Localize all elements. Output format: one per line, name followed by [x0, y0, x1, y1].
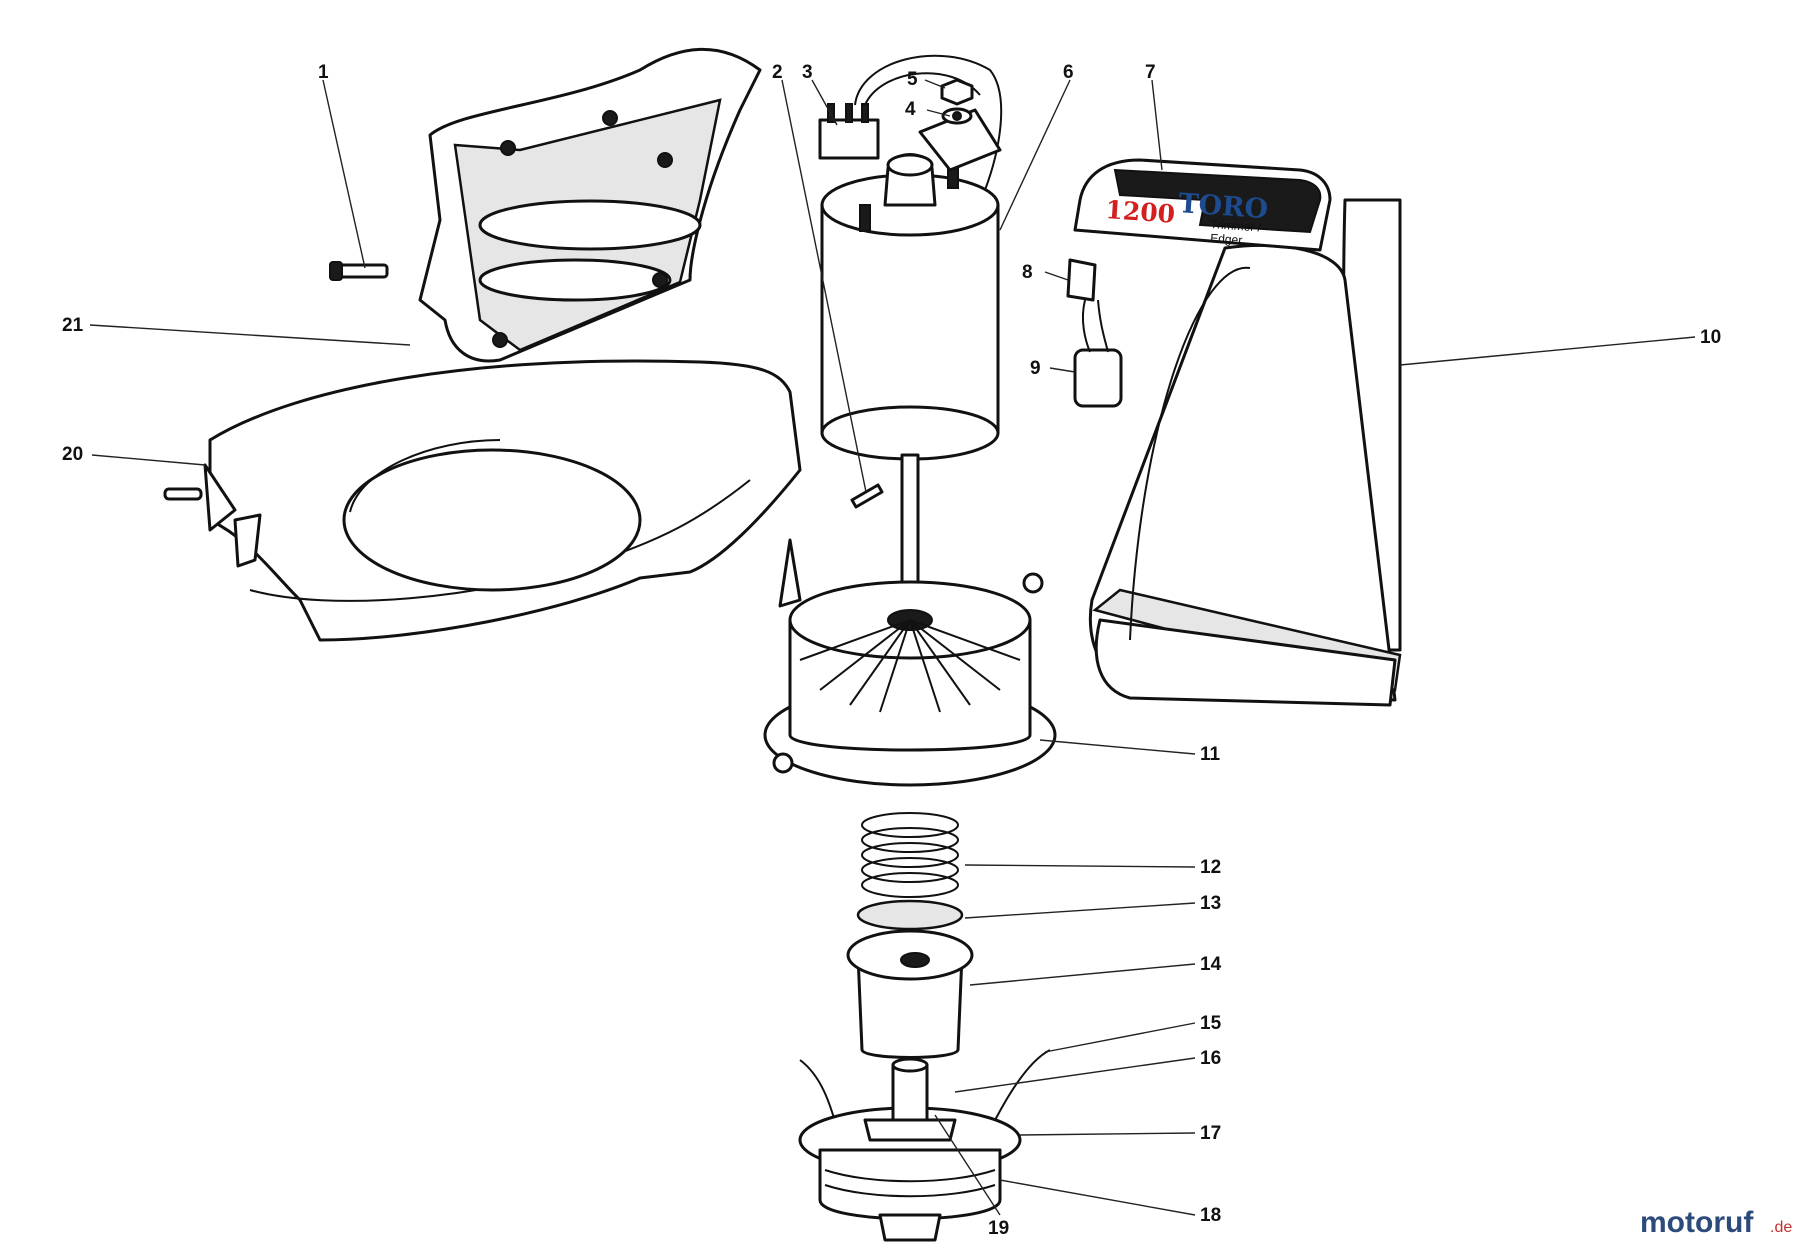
decal-brand: TORO — [1178, 188, 1270, 225]
callout-10: 10 — [1700, 327, 1721, 348]
part-3-switch — [818, 54, 1003, 191]
callout-8: 8 — [1022, 262, 1033, 283]
callout-13: 13 — [1200, 893, 1221, 914]
part-8-9-capacitor — [1066, 258, 1123, 408]
callout-19: 19 — [988, 1218, 1009, 1239]
callout-3: 3 — [802, 62, 813, 83]
decal-model: 1200 — [1105, 195, 1176, 229]
part-11-fan — [763, 572, 1057, 787]
callout-16: 16 — [1200, 1048, 1221, 1069]
decal-line-1: Trimmer / — [1210, 217, 1262, 235]
part-14-spool-housing — [846, 929, 974, 1059]
callout-15: 15 — [1200, 1013, 1222, 1034]
callout-11: 11 — [1200, 744, 1221, 765]
callout-14: 14 — [1200, 954, 1222, 975]
part-20-housing-guard — [163, 359, 802, 642]
callout-20: 20 — [62, 444, 83, 465]
callout-12: 12 — [1200, 857, 1221, 878]
callout-5: 5 — [907, 69, 918, 90]
part-4-5-nut-washer — [918, 78, 1002, 172]
part-1-screw — [329, 261, 389, 281]
callout-18: 18 — [1200, 1205, 1221, 1226]
callout-4: 4 — [905, 99, 916, 120]
callout-1: 1 — [318, 62, 329, 83]
part-7-decal: TORO 1200 Trimmer / Edger — [1073, 158, 1332, 252]
callout-6: 6 — [1063, 62, 1074, 83]
part-13-washer — [856, 899, 964, 931]
callout-7: 7 — [1145, 62, 1156, 83]
callout-2: 2 — [772, 62, 783, 83]
part-6-motor — [820, 153, 1000, 614]
part-15-19-spool-assembly — [798, 1049, 1051, 1242]
decal-line-2: Edger — [1210, 231, 1243, 247]
watermark: motoruf .de — [1640, 1206, 1792, 1239]
leader-lines — [89, 79, 1696, 1216]
watermark-suffix: .de — [1770, 1219, 1792, 1236]
part-21-upper-housing — [418, 47, 762, 363]
part-2-pin — [850, 483, 884, 509]
callout-9: 9 — [1030, 358, 1041, 379]
part-12-spring — [861, 812, 959, 898]
part-10-top-cover — [1088, 198, 1402, 707]
callout-17: 17 — [1200, 1123, 1221, 1144]
callout-21: 21 — [62, 315, 84, 336]
callout-labels: 1 2 3 4 5 6 7 8 9 10 11 12 13 14 15 16 1… — [62, 62, 1721, 1239]
watermark-name: motoruf — [1640, 1206, 1754, 1239]
